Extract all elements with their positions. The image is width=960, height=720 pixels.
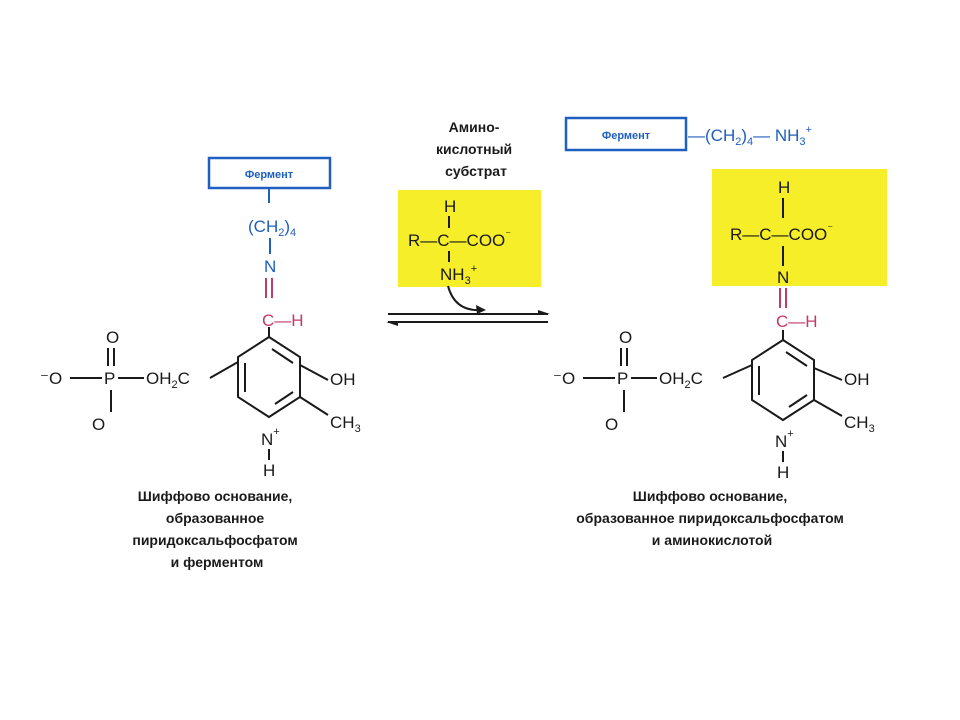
left-methyl: CH3 [330, 413, 361, 435]
right-phosphate-o-top: O [619, 328, 632, 347]
left-aldimine-ch: C—H [262, 311, 304, 330]
substrate-highlight [398, 190, 541, 287]
right-enzyme-label: Фермент [602, 130, 651, 142]
right-methyl: CH3 [844, 413, 875, 435]
left-lysine-chain: (CH2)4 [248, 217, 296, 239]
left-hydroxyl: OH [330, 370, 356, 389]
right-phosphate-o-minus: ⁻O [553, 369, 575, 388]
right-aa-h: H [778, 178, 790, 197]
right-aldimine-ch: C—H [776, 312, 818, 331]
right-amino-acid-highlight [712, 169, 887, 286]
right-schiff-base: Фермент —(CH2)4— NH3+ H R—C—COO⁻ N C—H O… [553, 116, 887, 548]
left-enzyme-label: Фермент [245, 169, 294, 181]
left-phosphate-o-minus: ⁻O [40, 369, 62, 388]
right-phosphate-o-bottom: O [605, 415, 618, 434]
left-ring-nitrogen: N+ [261, 426, 280, 449]
right-oh2c: OH2C [659, 369, 703, 391]
left-phosphorus: P [104, 369, 115, 388]
left-imine-nitrogen: N [264, 257, 276, 276]
left-caption: Шиффово основание, образованное пиридокс… [132, 488, 301, 570]
right-phosphorus: P [617, 369, 628, 388]
right-enzyme-box [564, 116, 688, 152]
right-caption: Шиффово основание, образованное пиридокс… [576, 488, 847, 548]
right-imine-nitrogen: N [777, 268, 789, 287]
right-hydroxyl: OH [844, 370, 870, 389]
left-oh2c: OH2C [146, 369, 190, 391]
amino-acid-substrate: Амино- кислотный субстрат H R—C—COO⁻ NH3… [398, 119, 541, 287]
equilibrium-arrows [386, 285, 550, 326]
left-ring-h: H [263, 461, 275, 480]
left-phosphate-o-bottom: O [92, 415, 105, 434]
right-aa-r-c-coo: R—C—COO⁻ [730, 223, 833, 244]
right-ring-nitrogen: N+ [775, 428, 794, 451]
substrate-r-c-coo: R—C—COO⁻ [408, 229, 511, 250]
left-phosphate-o-top: O [106, 328, 119, 347]
substrate-nh3: NH3+ [440, 263, 477, 287]
right-lysine-chain: —(CH2)4— NH3+ [688, 124, 812, 148]
left-enzyme-box [207, 156, 332, 190]
substrate-label: Амино- кислотный субстрат [436, 119, 516, 179]
substrate-h: H [444, 197, 456, 216]
right-ring-h: H [777, 463, 789, 482]
left-schiff-base: Фермент (CH2)4 N C—H O ⁻O P OH2C O [40, 156, 361, 570]
